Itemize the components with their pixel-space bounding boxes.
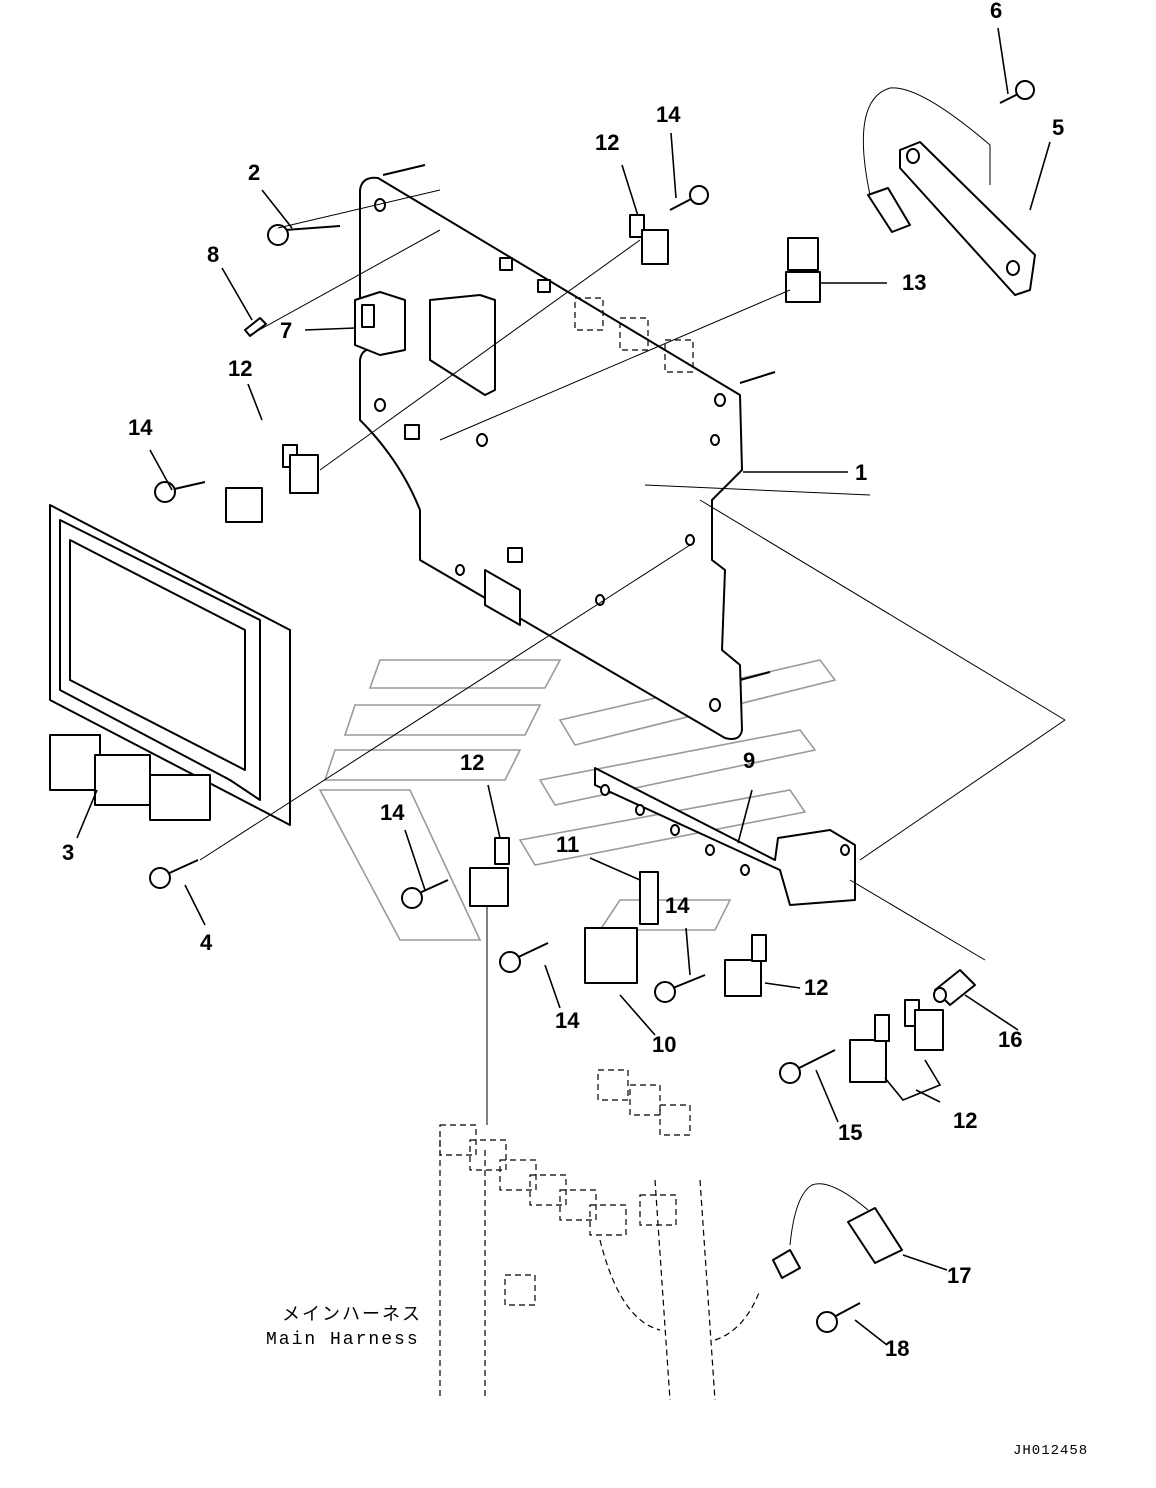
- callout-12: 12: [804, 975, 828, 1000]
- callout-1: 1: [855, 460, 867, 485]
- callout-7: 7: [280, 318, 292, 343]
- mounting-plate: [359, 164, 776, 740]
- connector-7: [354, 291, 406, 356]
- callout-12: 12: [228, 356, 252, 381]
- controller-unit-3: [49, 504, 291, 826]
- relay-group-center: [401, 837, 767, 1003]
- clip-8: [244, 317, 267, 337]
- callout-14: 14: [555, 1008, 580, 1033]
- callout-9: 9: [743, 748, 755, 773]
- leader-lines: [76, 27, 1066, 1346]
- callout-14: 14: [128, 415, 153, 440]
- callout-18: 18: [885, 1336, 909, 1361]
- relay-group-right: [779, 969, 976, 1084]
- callout-12: 12: [953, 1108, 977, 1133]
- bolt-6: [999, 80, 1035, 104]
- relay-12-top: [629, 214, 669, 265]
- connector-block-13: [785, 237, 821, 303]
- callout-14: 14: [380, 800, 405, 825]
- relay-bracket-9: [594, 767, 856, 906]
- callout-labels: 1 2 3 4 5 6 7 8 9 10 11 12 12 12 12 12 1…: [62, 0, 1064, 1361]
- callout-13: 13: [902, 270, 926, 295]
- callout-14: 14: [665, 893, 690, 918]
- harness-label-japanese: メインハーネス: [282, 1305, 422, 1326]
- bolt-4: [149, 859, 199, 889]
- callout-8: 8: [207, 242, 219, 267]
- callout-12: 12: [595, 130, 619, 155]
- callout-4: 4: [200, 930, 213, 955]
- callout-10: 10: [652, 1032, 676, 1057]
- bolt-14-top: [669, 185, 709, 211]
- relay-group-left: [154, 444, 319, 523]
- callout-2: 2: [248, 160, 260, 185]
- callout-11: 11: [556, 832, 579, 857]
- callout-17: 17: [947, 1263, 971, 1288]
- callout-3: 3: [62, 840, 74, 865]
- sensor-17: [772, 1183, 903, 1279]
- callout-15: 15: [838, 1120, 862, 1145]
- callout-14: 14: [656, 102, 681, 127]
- sensor-bracket-5: [862, 87, 1036, 296]
- drawing-code: JH012458: [1013, 1443, 1088, 1459]
- long-bolt-2: [267, 224, 341, 246]
- bolt-18: [816, 1302, 861, 1333]
- callout-12: 12: [460, 750, 484, 775]
- callout-5: 5: [1052, 115, 1064, 140]
- callout-16: 16: [998, 1027, 1022, 1052]
- harness-label-english: Main Harness: [266, 1330, 420, 1350]
- main-harness: [439, 1069, 761, 1401]
- callout-6: 6: [990, 0, 1002, 23]
